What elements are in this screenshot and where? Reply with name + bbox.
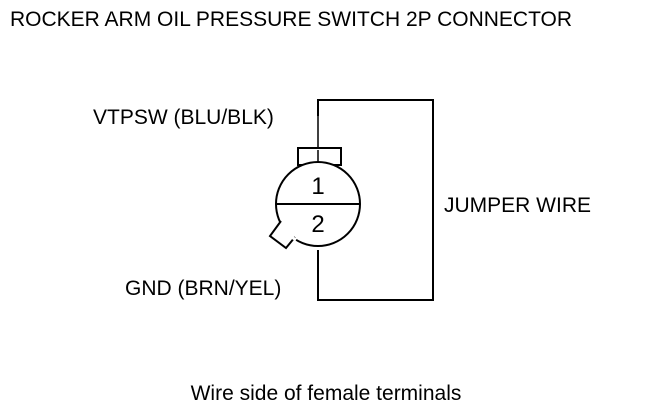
jumper-wire-label: JUMPER WIRE bbox=[444, 194, 591, 217]
terminal-1-number: 1 bbox=[311, 173, 324, 200]
ground-wire-label: GND (BRN/YEL) bbox=[125, 277, 282, 300]
diagram-title: ROCKER ARM OIL PRESSURE SWITCH 2P CONNEC… bbox=[10, 8, 573, 31]
diagram-caption: Wire side of female terminals bbox=[190, 382, 462, 405]
jumper-wire bbox=[317, 99, 434, 301]
connector-key bbox=[268, 220, 296, 250]
signal-wire-label: VTPSW (BLU/BLK) bbox=[93, 106, 274, 129]
terminal-2-number: 2 bbox=[311, 211, 324, 238]
